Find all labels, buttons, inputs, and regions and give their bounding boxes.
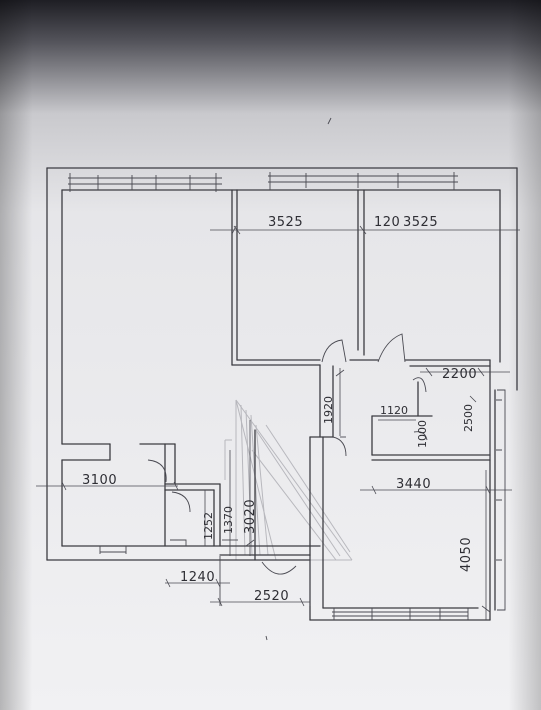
dim-label-7: 2500 [462, 404, 475, 432]
entrance-walls [219, 429, 311, 606]
dim-label-11: 1252 [202, 512, 215, 540]
dimension-lines [36, 225, 520, 620]
dim-label-15: 1240 [180, 570, 215, 585]
bedroom-doors [321, 333, 406, 363]
dim-label-2: 120 [374, 215, 400, 230]
dim-label-6: 1120 [380, 404, 408, 417]
dim-label-5: 1920 [322, 396, 335, 424]
kitchen-walls [61, 443, 221, 554]
top-windows [68, 172, 458, 192]
dim-label-8: 1000 [416, 420, 429, 448]
dim-label-1: 3525 [268, 215, 303, 230]
dimension-labels: 3525 120 3525 2200 1920 1120 2500 1000 3… [82, 215, 477, 604]
kitchen-doors [147, 459, 297, 575]
outer-walls [46, 167, 518, 561]
dim-label-13: 3020 [243, 499, 258, 534]
dim-label-14: 4050 [459, 537, 474, 572]
dim-label-4: 2200 [442, 367, 477, 382]
dim-label-10: 3440 [396, 477, 431, 492]
dim-label-16: 2520 [254, 589, 289, 604]
bedroom-walls [231, 189, 491, 366]
bathroom-doors [332, 377, 428, 457]
pencil-marks [265, 117, 332, 641]
dim-label-9: 3100 [82, 473, 117, 488]
dim-label-3: 3525 [403, 215, 438, 230]
dim-label-12: 1370 [222, 506, 235, 534]
